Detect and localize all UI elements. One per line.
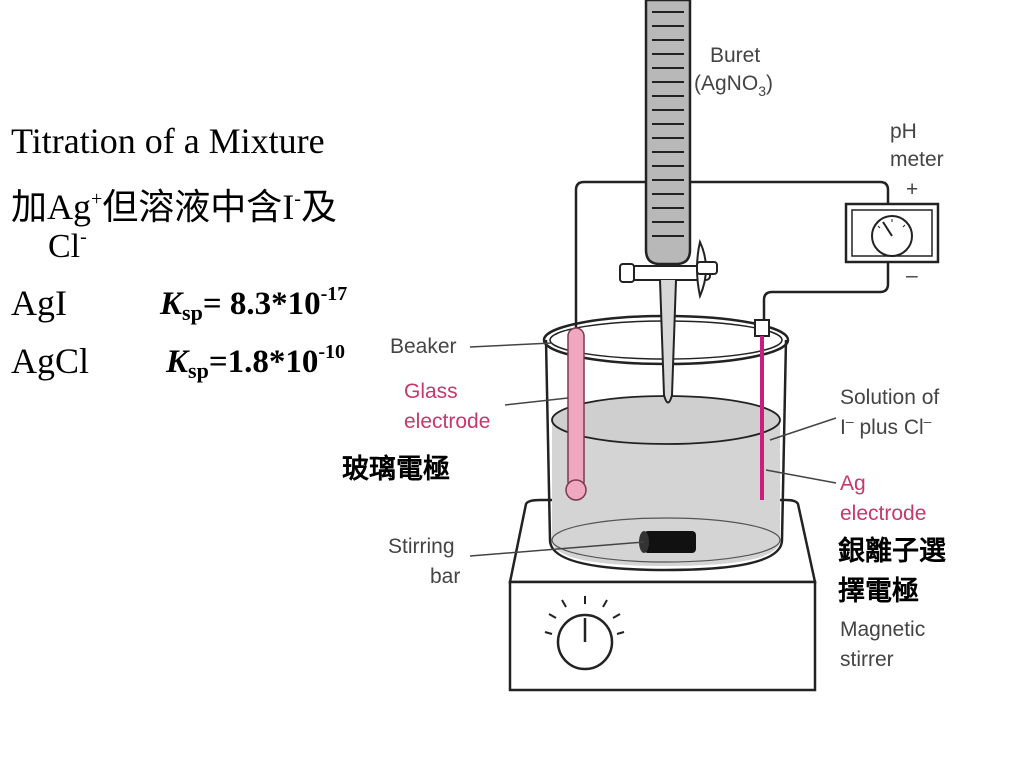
buret [619, 0, 718, 404]
solution-label-1: Solution of [840, 386, 939, 409]
glass-electrode-leader [504, 397, 569, 406]
ph-meter-label-1: pH [890, 120, 917, 143]
stirring-bar-leader [469, 541, 645, 557]
beaker-leader [469, 342, 553, 348]
ph-meter-minus: – [906, 264, 918, 287]
solution-leader [769, 417, 837, 441]
ag-electrode [754, 319, 770, 500]
text-line-2: 加Ag+但溶液中含I-及 [11, 187, 337, 227]
agi-ksp: Ksp= 8.3*10-17 [160, 283, 348, 325]
text-line-3: Cl- [48, 226, 87, 265]
ph-meter-plus: + [906, 178, 918, 201]
ag-electrode-cn-label-1: 銀離子選 [838, 535, 946, 567]
magnetic-stirrer-label-1: Magnetic [840, 618, 925, 641]
magnetic-stirrer-label-2: stirrer [840, 648, 894, 671]
ph-meter [844, 202, 940, 264]
beaker [544, 339, 788, 572]
agi-label: AgI [11, 283, 67, 323]
ag-electrode-wire [762, 262, 890, 330]
glass-electrode-cn-label: 玻璃電極 [342, 454, 450, 485]
stirring-bar-label-2: bar [430, 565, 460, 588]
ag-electrode-label-2: electrode [840, 502, 926, 525]
buret-label: Buret [710, 44, 760, 67]
agcl-ksp: Ksp=1.8*10-10 [166, 341, 346, 383]
ag-electrode-cn-label-2: 擇電極 [838, 576, 919, 607]
stirring-bar [639, 531, 696, 553]
glass-electrode-wire [574, 180, 890, 330]
stirring-bar-label-1: Stirring [388, 535, 455, 558]
agcl-label: AgCl [11, 341, 90, 381]
beaker-label: Beaker [390, 335, 457, 358]
buret-content-label: (AgNO3) [694, 72, 773, 99]
ph-meter-label-2: meter [890, 148, 944, 171]
glass-electrode-label-1: Glass [404, 380, 458, 403]
glass-electrode-label-2: electrode [404, 410, 490, 433]
slide-title: Titration of a Mixture [11, 121, 325, 161]
ag-electrode-leader [765, 469, 837, 484]
solution-label-2: I– plus Cl– [840, 413, 932, 439]
glass-electrode [565, 327, 587, 501]
solution [552, 420, 780, 566]
ag-electrode-label-1: Ag [840, 472, 866, 495]
